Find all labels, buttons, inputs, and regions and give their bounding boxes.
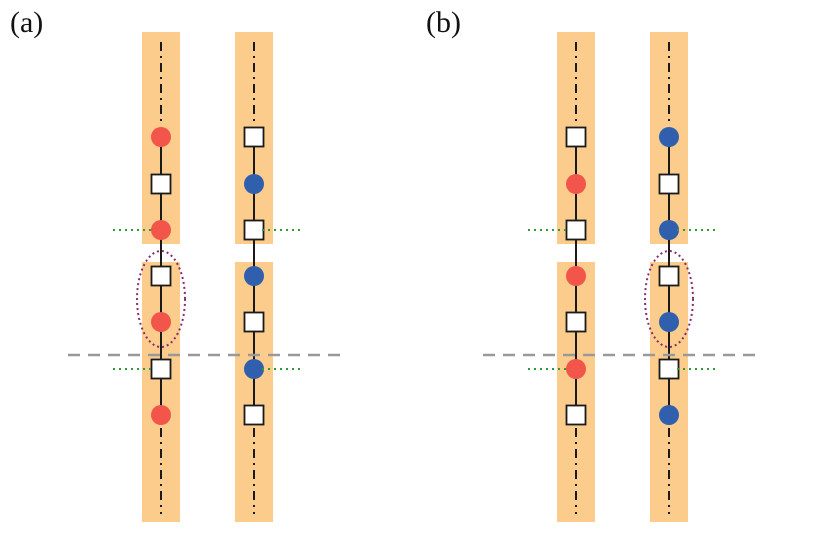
panel-a-right-site-square <box>243 126 265 148</box>
panel-a-right-site-blue-circle <box>244 359 264 379</box>
panel-b-left-site-square <box>565 126 587 148</box>
panel-a-left-site-red-circle <box>151 312 171 332</box>
panel-a-right-site-square <box>243 404 265 426</box>
panel-b-left-site-square <box>565 219 587 241</box>
unit-cell-ellipse <box>644 250 694 348</box>
panel-b-left-site-square <box>565 311 587 333</box>
panel-b-left-site-red-circle <box>566 174 586 194</box>
panel-a-left-site-square <box>150 265 172 287</box>
panel-a-left-site-red-circle <box>151 220 171 240</box>
panel-b-left-site-red-circle <box>566 266 586 286</box>
panel-b-right-site-blue-circle <box>659 220 679 240</box>
panel-a-left-site-red-circle <box>151 405 171 425</box>
panel-b-left-site-red-circle <box>566 359 586 379</box>
panel-b-left-site-square <box>565 404 587 426</box>
panel-a-right-site-square <box>243 219 265 241</box>
panel-b-right-site-blue-circle <box>659 312 679 332</box>
panel-a-left-site-square <box>150 173 172 195</box>
panel-a-right-site-blue-circle <box>244 266 264 286</box>
panel-a-left-site-red-circle <box>151 127 171 147</box>
panel-label-b: (b) <box>426 6 461 39</box>
panel-b-right-site-blue-circle <box>659 405 679 425</box>
panel-a-left-site-square <box>150 358 172 380</box>
panel-b-right-site-square <box>658 173 680 195</box>
panel-a-right-site-square <box>243 311 265 333</box>
panel-a-right-site-blue-circle <box>244 174 264 194</box>
panel-b-right-site-blue-circle <box>659 127 679 147</box>
panel-b-right-site-square <box>658 265 680 287</box>
unit-cell-ellipse <box>136 250 186 348</box>
panel-b-right-site-square <box>658 358 680 380</box>
panel-label-a: (a) <box>10 6 44 39</box>
